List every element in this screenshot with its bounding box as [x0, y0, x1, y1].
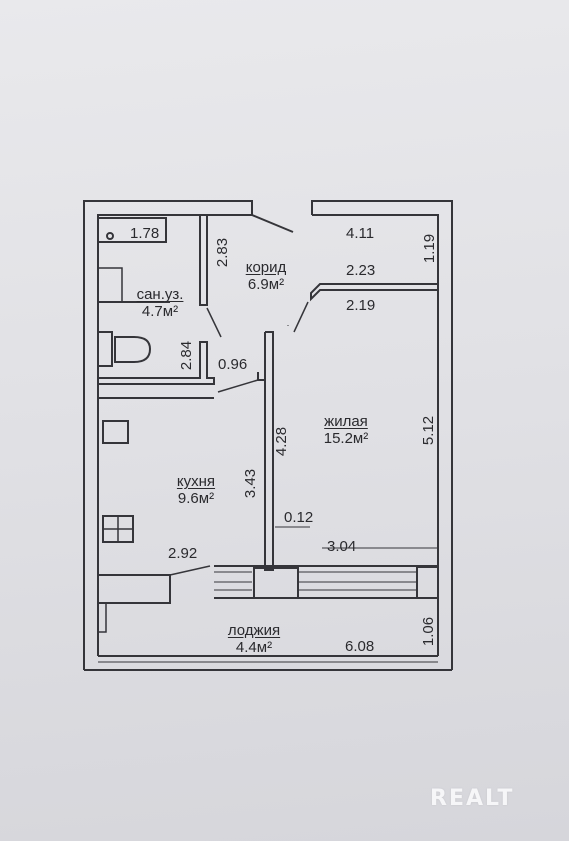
- dimension-loggia-length: 6.08: [345, 638, 375, 655]
- room-bathroom-name: сан.уз.: [136, 286, 184, 303]
- bathtub: [97, 217, 167, 243]
- room-living-name: жилая: [324, 413, 368, 430]
- sink-icon: [102, 420, 129, 444]
- toilet-icon: [114, 336, 152, 363]
- dimension-corridor-gap: 0.96: [218, 356, 248, 373]
- room-kitchen: кухня 9.6м²: [156, 473, 236, 507]
- room-kitchen-area: 9.6м²: [177, 490, 215, 507]
- dimension-lines: [275, 325, 438, 549]
- dimension-kitchen-depth: 3.43: [242, 468, 260, 499]
- corridor-living-wall: [293, 283, 438, 333]
- dimension-corridor-depth: 1.19: [421, 233, 439, 264]
- entrance-door: [251, 214, 294, 233]
- dimension-partition-bottom: 2.19: [346, 297, 376, 314]
- fixtures: [97, 217, 167, 543]
- kitchen-living-wall: [217, 331, 274, 571]
- room-living: жилая 15.2м²: [306, 413, 386, 447]
- dimension-living-depth: 5.12: [420, 415, 438, 446]
- dimension-bathtub-length: 1.78: [130, 225, 160, 242]
- room-corridor-area: 6.9м²: [247, 276, 285, 293]
- bathroom-walls: [97, 215, 222, 399]
- dimension-wall-thickness: 0.12: [284, 509, 314, 526]
- room-corridor-name: корид: [245, 259, 287, 276]
- room-loggia-name: лоджия: [227, 622, 281, 639]
- dimension-kitchen-width: 2.92: [168, 545, 198, 562]
- room-kitchen-name: кухня: [176, 473, 216, 490]
- drain-icon: [106, 232, 114, 240]
- room-corridor: корид 6.9м²: [226, 259, 306, 293]
- loggia-wall: [97, 565, 439, 633]
- room-loggia: лоджия 4.4м²: [214, 622, 294, 656]
- dimension-partition-top: 2.23: [346, 262, 376, 279]
- dimension-loggia-depth: 1.06: [420, 616, 438, 647]
- watermark-logo: REALT: [430, 786, 515, 811]
- room-bathroom: сан.уз. 4.7м²: [120, 286, 200, 320]
- room-loggia-area: 4.4м²: [235, 639, 273, 656]
- room-bathroom-area: 4.7м²: [141, 303, 179, 320]
- dimension-corridor-width: 4.11: [346, 225, 375, 242]
- dimension-bathroom-lower: 2.84: [178, 340, 196, 371]
- room-living-area: 15.2м²: [323, 430, 369, 447]
- dimension-living-width: 3.04: [327, 538, 357, 555]
- dimension-wall-length: 4.28: [273, 426, 291, 457]
